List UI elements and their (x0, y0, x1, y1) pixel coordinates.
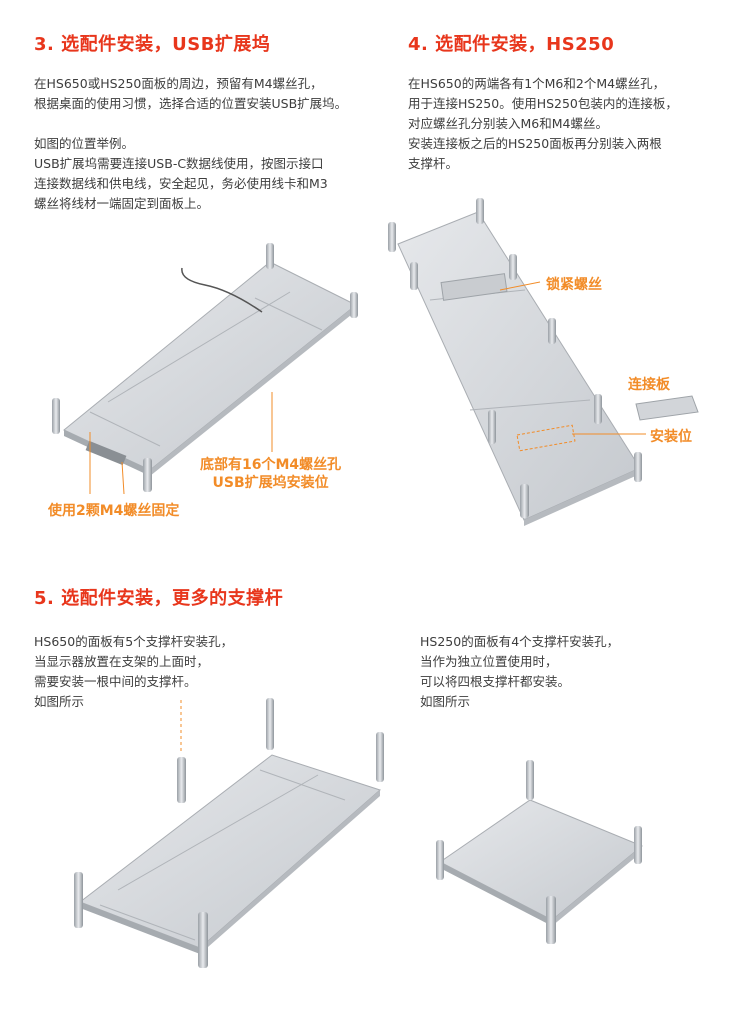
section-4-title: 4. 选配件安装，HS250 (408, 34, 615, 55)
text-line: 在HS650的两端各有1个M6和2个M4螺丝孔， (408, 76, 666, 91)
text-line: 连接数据线和供电线，安全起见，务必使用线卡和M3 (34, 176, 328, 191)
text-line: USB扩展坞需要连接USB-C数据线使用，按图示接口 (34, 156, 324, 171)
text-line: 在HS650或HS250面板的周边，预留有M4螺丝孔， (34, 76, 323, 91)
callout-install-position: 安装位 (650, 429, 692, 445)
text-line: 需要安装一根中间的支撑杆。 (34, 674, 197, 689)
section-5-right-text: HS250的面板有4个支撑杆安装孔， 当作为独立位置使用时， 可以将四根支撑杆都… (420, 632, 619, 712)
text-line: HS650的面板有5个支撑杆安装孔， (34, 634, 234, 649)
callout-line: 底部有16个M4螺丝孔 (200, 457, 342, 473)
text-line: 螺丝将线材一端固定到面板上。 (34, 196, 210, 211)
text-line: 当作为独立位置使用时， (420, 654, 558, 669)
usb-dock-panel-illustration (52, 243, 358, 495)
section-3-title: 3. 选配件安装，USB扩展坞 (34, 34, 271, 55)
section-5-title: 5. 选配件安装，更多的支撑杆 (34, 588, 284, 609)
text-line: 如图所示 (34, 694, 85, 709)
text-line: 根据桌面的使用习惯，选择合适的位置安装USB扩展坞。 (34, 96, 348, 111)
section-4-text: 在HS650的两端各有1个M6和2个M4螺丝孔， 用于连接HS250。使用HS2… (408, 74, 678, 174)
callout-line: USB扩展坞安装位 (212, 475, 329, 491)
text-line: 对应螺丝孔分别装入M6和M4螺丝。 (408, 116, 608, 131)
text-line: 支撑杆。 (408, 156, 459, 171)
callout-connection-plate: 连接板 (628, 377, 670, 393)
text-line: 如图所示 (420, 694, 471, 709)
text-line: 当显示器放置在支架的上面时， (34, 654, 210, 669)
hs250-connection-illustration (388, 198, 699, 526)
callout-lock-screws: 锁紧螺丝 (546, 277, 602, 293)
hs650-support-rods-illustration (74, 698, 384, 968)
section-5-left-text: HS650的面板有5个支撑杆安装孔， 当显示器放置在支架的上面时， 需要安装一根… (34, 632, 233, 712)
callout-fix-screws: 使用2颗M4螺丝固定 (48, 503, 180, 519)
section-3-text: 在HS650或HS250面板的周边，预留有M4螺丝孔， 根据桌面的使用习惯，选择… (34, 74, 347, 214)
callout-bottom-screw-holes: 底部有16个M4螺丝孔 USB扩展坞安装位 (200, 456, 341, 492)
hs250-support-rods-illustration (436, 760, 643, 944)
text-line: 可以将四根支撑杆都安装。 (420, 674, 571, 689)
text-line: HS250的面板有4个支撑杆安装孔， (420, 634, 620, 649)
text-line: 用于连接HS250。使用HS250包装内的连接板， (408, 96, 678, 111)
text-line: 如图的位置举例。 (34, 136, 135, 151)
text-line: 安装连接板之后的HS250面板再分别装入两根 (408, 136, 662, 151)
